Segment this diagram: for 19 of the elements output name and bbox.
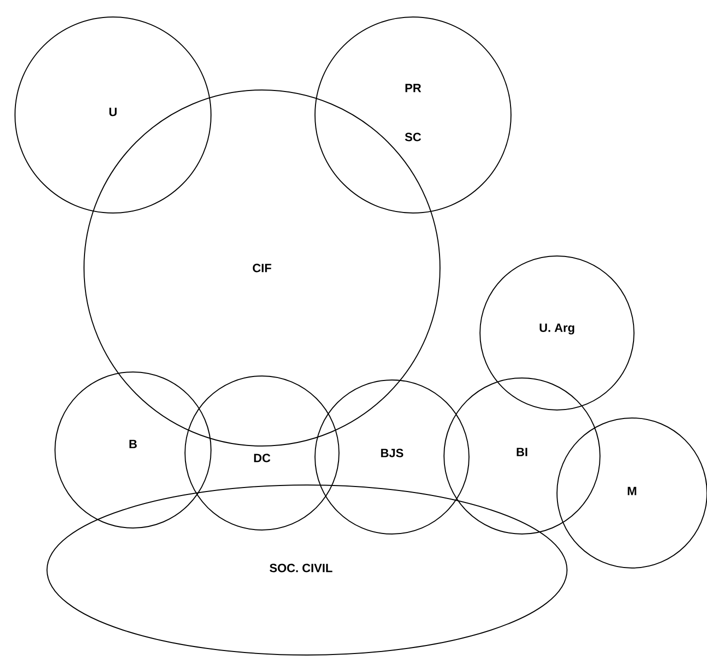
circle-label: DC	[254, 454, 270, 462]
circle-label: U	[109, 108, 117, 116]
circle-label: BJS	[381, 448, 404, 458]
circle	[314, 380, 470, 534]
circle	[184, 376, 340, 530]
circle-label: SC	[405, 132, 422, 142]
circle	[444, 378, 600, 534]
circle-label: PR	[405, 84, 422, 92]
circle-label: M	[628, 486, 636, 496]
circle-label: CIF	[252, 264, 272, 272]
circle-label: BI	[516, 448, 528, 456]
circle-label: U. Arg	[540, 324, 574, 334]
circle	[480, 256, 634, 410]
ellipse	[46, 484, 568, 656]
circle-label: B	[129, 440, 137, 448]
circle-label: SOC. CIVIL	[270, 564, 332, 572]
circle	[314, 16, 512, 214]
circle	[14, 16, 212, 214]
circle	[54, 371, 212, 528]
